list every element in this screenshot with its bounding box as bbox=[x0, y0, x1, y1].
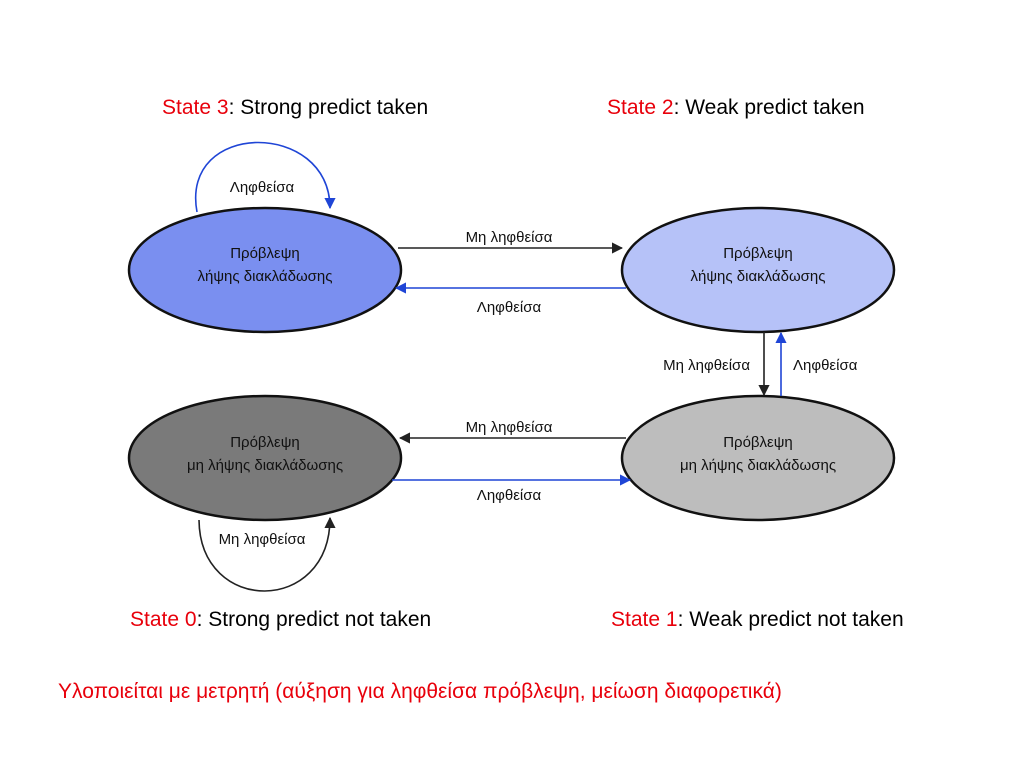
s3-self-loop-arrow bbox=[194, 141, 336, 213]
state3-description: : Strong predict taken bbox=[228, 96, 429, 119]
state2-label: State 2 bbox=[607, 96, 674, 119]
node-weak-not-taken-line1: Πρόβλεψη bbox=[723, 434, 793, 451]
node-weak-taken bbox=[620, 206, 896, 334]
state3-label: State 3 bbox=[162, 96, 229, 119]
node-weak-taken-line2: λήψης διακλάδωσης bbox=[691, 268, 826, 285]
s2-to-s3-label: Ληφθείσα bbox=[477, 299, 542, 316]
s3-to-s2-label: Μη ληφθείσα bbox=[466, 229, 553, 246]
node-weak-not-taken-line2: μη λήψης διακλάδωσης bbox=[680, 457, 836, 474]
node-weak-taken-line1: Πρόβλεψη bbox=[723, 245, 793, 262]
state0-label: State 0 bbox=[130, 608, 197, 631]
state0-description: : Strong predict not taken bbox=[196, 608, 432, 631]
state1-description: : Weak predict not taken bbox=[677, 608, 904, 631]
state3-caption: State 3: Strong predict taken bbox=[162, 96, 428, 120]
state1-label: State 1 bbox=[611, 608, 678, 631]
footer-note: Υλοποιείται με μετρητή (αύξηση για ληφθε… bbox=[58, 680, 782, 703]
node-strong-taken-line2: λήψης διακλάδωσης bbox=[198, 268, 333, 285]
s0-self-loop-arrow bbox=[198, 516, 336, 592]
node-strong-taken bbox=[127, 206, 403, 334]
node-strong-taken-line1: Πρόβλεψη bbox=[230, 245, 300, 262]
state1-caption: State 1: Weak predict not taken bbox=[611, 608, 904, 632]
state2-description: : Weak predict taken bbox=[673, 96, 865, 119]
s1-to-s2-label: Ληφθείσα bbox=[793, 357, 858, 374]
s0-to-s1-label: Ληφθείσα bbox=[477, 487, 542, 504]
s3-self-loop-label: Ληφθείσα bbox=[230, 179, 295, 196]
s1-to-s0-label: Μη ληφθείσα bbox=[466, 419, 553, 436]
state2-caption: State 2: Weak predict taken bbox=[607, 96, 865, 120]
node-strong-not-taken bbox=[127, 394, 403, 522]
s2-to-s1-label: Μη ληφθείσα bbox=[663, 357, 750, 374]
node-strong-not-taken-line2: μη λήψης διακλάδωσης bbox=[187, 457, 343, 474]
state0-caption: State 0: Strong predict not taken bbox=[130, 608, 431, 632]
node-strong-not-taken-line1: Πρόβλεψη bbox=[230, 434, 300, 451]
node-weak-not-taken bbox=[620, 394, 896, 522]
s0-self-loop-label: Μη ληφθείσα bbox=[219, 531, 306, 548]
